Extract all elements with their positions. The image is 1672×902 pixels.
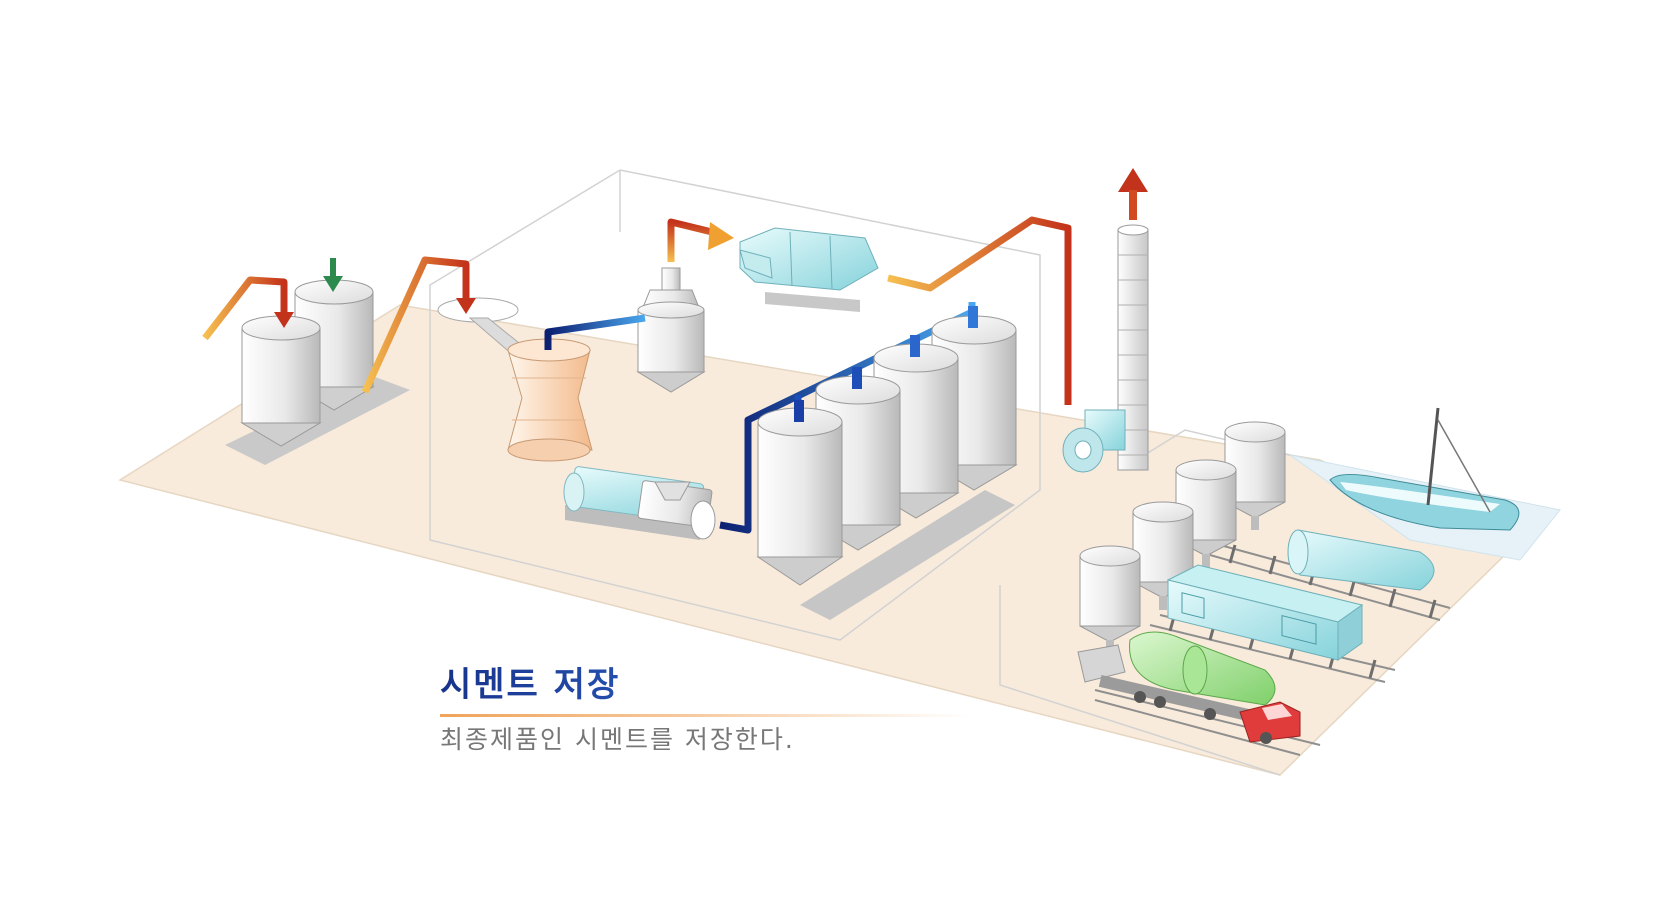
cyclone-separator [636,267,706,393]
dust-collector [739,227,879,312]
silo-icon [240,315,322,447]
cyclone-out-arrow [708,222,734,250]
loading-silos [1077,421,1286,683]
ship-icon [1329,407,1520,531]
silo-icon [756,407,844,586]
filter-icon [739,227,879,291]
truck-icon [1098,631,1301,744]
caption-divider [440,714,970,717]
cyclone-icon [637,309,705,373]
additive-feed-arrow [323,258,343,292]
train-icon [1166,564,1364,661]
crusher-feed-arrow [456,298,476,314]
silo-icon [1132,501,1194,610]
cement-silos [756,306,1018,586]
raw-material-silos [240,279,375,447]
tank-wagon [1287,529,1435,591]
fan-icon [1062,409,1126,473]
silo-icon [1079,545,1141,654]
silo-pad-main [800,490,1015,620]
hot-flow-lines [202,216,1072,405]
silo-icon [293,279,375,411]
stage-title: 시멘트 저장 [440,664,970,706]
stack-exhaust-shaft [1129,190,1137,220]
raw-feed-arrow [274,312,294,328]
stage-description: 최종제품인 시멘트를 저장한다. [440,725,795,754]
silo-icon [1175,459,1237,568]
stage-caption: 시멘트 저장 최종제품인 시멘트를 저장한다. [440,664,970,757]
ball-mill [563,466,716,540]
stack-exhaust-arrow [1118,168,1148,192]
